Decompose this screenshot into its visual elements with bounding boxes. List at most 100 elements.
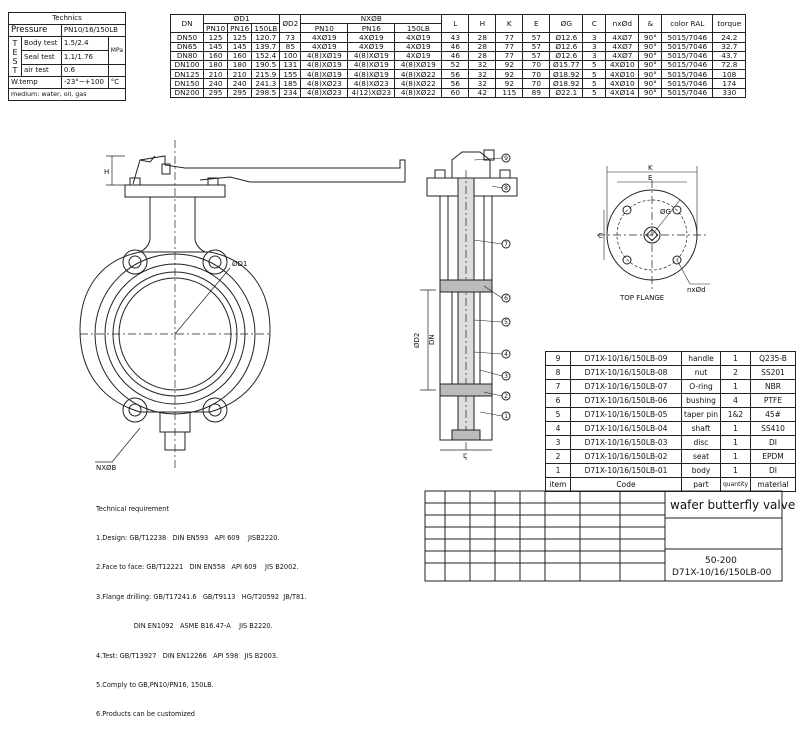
label-dn: DN: [428, 334, 436, 345]
bom-cell: shaft: [681, 421, 721, 436]
label-d1: ØD1: [232, 260, 247, 268]
top-flange-view: [597, 166, 710, 290]
label-top-flange: TOP FLANGE: [619, 294, 664, 302]
bom-cell: 1: [719, 379, 752, 394]
bom-cell: SS410: [750, 421, 797, 436]
front-view: [79, 140, 406, 470]
balloon-6: 6: [504, 295, 508, 302]
bom-cell: 1&2: [719, 407, 752, 422]
label-c: C: [598, 232, 603, 240]
dimension-cell: 160: [227, 50, 253, 61]
bom-cell: D71X-10/16/150LB-09: [570, 351, 682, 366]
dimension-cell: 32.7: [712, 41, 747, 52]
bom-header-part: part: [681, 477, 721, 492]
balloon-5: 5: [504, 319, 508, 326]
medium-note: medium: water, oil, gas: [8, 88, 126, 101]
bom-cell: 1: [719, 421, 752, 436]
dimension-table: DN ØD1 ØD2 NXØB L H K E ØG C nxØd & colo…: [170, 13, 747, 98]
dimension-cell: 24.2: [712, 32, 747, 43]
label-g: ØG: [660, 208, 671, 216]
bom-cell: D71X-10/16/150LB-03: [570, 435, 682, 450]
dimension-cell: 73: [279, 32, 302, 43]
bom-cell: 4: [545, 421, 571, 436]
dimension-cell: 85: [279, 41, 302, 52]
requirement-line: 6.Products can be customized: [96, 710, 195, 719]
requirement-line: 5.Comply to GB,PN10/PN16, 150LB.: [96, 680, 214, 689]
balloon-9: 9: [504, 155, 508, 162]
bom-cell: D71X-10/16/150LB-08: [570, 365, 682, 380]
label-l: L: [463, 452, 467, 460]
section-view: [420, 149, 518, 460]
bom-cell: seat: [681, 449, 721, 464]
technical-drawing: H ØD1 NXØB ØD2 DN L K E C ØG nxØd TOP FL…: [79, 140, 783, 582]
bom-cell: 5: [545, 407, 571, 422]
technics-table: Technics Pressure PN10/16/150LB TEST Bod…: [8, 12, 127, 101]
label-k: K: [648, 164, 653, 172]
requirement-line: 3.Flange drilling: GB/T17241.6 GB/T9113 …: [96, 592, 307, 601]
dimension-cell: 234: [279, 87, 302, 98]
bom-header-quantity: quantity: [719, 477, 752, 492]
bom-cell: Q235-B: [750, 351, 797, 366]
balloon-4: 4: [504, 351, 508, 358]
bom-cell: bushing: [681, 393, 721, 408]
dimension-cell: 330: [712, 87, 747, 98]
bom-cell: 45#: [750, 407, 797, 422]
bom-cell: handle: [681, 351, 721, 366]
requirement-line: 1.Design: GB/T12238 DIN EN593 API 609 JI…: [96, 533, 280, 542]
balloon-7: 7: [504, 241, 508, 248]
handle: [132, 155, 406, 185]
requirement-line: DIN EN1092 ASME B16.47-A JIS B2220.: [96, 622, 273, 631]
label-nxb: NXØB: [96, 464, 117, 472]
dimension-cell: 295: [227, 87, 253, 98]
bom-cell: NBR: [750, 379, 797, 394]
bom-cell: 4: [719, 393, 752, 408]
label-nxd: nxØd: [687, 286, 706, 294]
bom-cell: taper pin: [681, 407, 721, 422]
bom-cell: D71X-10/16/150LB-01: [570, 463, 682, 478]
test-vertical-label: TEST: [8, 36, 22, 77]
dimension-cell: 125: [227, 32, 253, 43]
requirement-line: 4.Test: GB/T13927 DIN EN12266 API 598 JI…: [96, 651, 279, 660]
bom-cell: 2: [719, 365, 752, 380]
bom-cell: 1: [719, 449, 752, 464]
bom-cell: D71X-10/16/150LB-05: [570, 407, 682, 422]
dimension-cell: 100: [279, 50, 302, 61]
bom-cell: EPDM: [750, 449, 797, 464]
bom-cell: 1: [545, 463, 571, 478]
requirements-title: Technical requirement: [96, 504, 170, 513]
drawing-code: D71X-10/16/150LB-00: [672, 568, 772, 578]
bom-cell: DI: [750, 435, 797, 450]
bom-cell: disc: [681, 435, 721, 450]
bom-cell: body: [681, 463, 721, 478]
bom-cell: D71X-10/16/150LB-04: [570, 421, 682, 436]
bom-header-code: Code: [570, 477, 682, 492]
bom-header-item: item: [545, 477, 571, 492]
label-d2: ØD2: [413, 333, 421, 348]
drawing-title: wafer butterfly valve: [670, 498, 796, 512]
dimension-cell: 145: [227, 41, 253, 52]
bom-cell: DI: [750, 463, 797, 478]
bom-cell: 6: [545, 393, 571, 408]
balloon-8: 8: [504, 185, 508, 192]
bom-cell: 9: [545, 351, 571, 366]
label-h: H: [104, 168, 109, 176]
bom-cell: 1: [719, 435, 752, 450]
bom-cell: 3: [545, 435, 571, 450]
bom-cell: PTFE: [750, 393, 797, 408]
balloon-2: 2: [504, 393, 508, 400]
bom-cell: 1: [719, 351, 752, 366]
bom-cell: 1: [719, 463, 752, 478]
bom-cell: D71X-10/16/150LB-06: [570, 393, 682, 408]
